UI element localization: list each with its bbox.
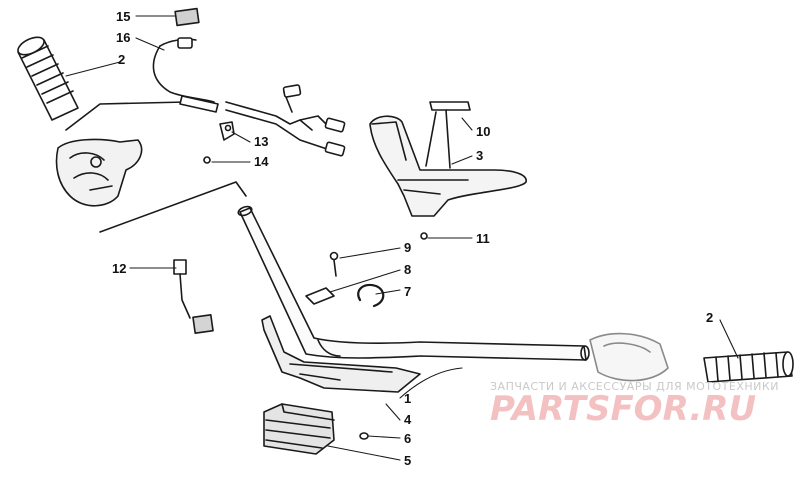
callout-3: 3 [476, 148, 483, 163]
right-control [589, 332, 669, 382]
callout-1: 1 [404, 391, 411, 406]
mount-plate [305, 287, 335, 305]
watermark-brand: PARTSFOR.RU [490, 389, 756, 429]
housing-outline-lower [99, 181, 247, 233]
wiring-harness [225, 84, 346, 157]
tether-clip [174, 7, 200, 27]
pad-nut [420, 232, 428, 240]
callout-2-left: 2 [118, 52, 125, 67]
callout-10: 10 [476, 124, 490, 139]
callout-5: 5 [404, 453, 411, 468]
callout-11: 11 [476, 231, 490, 246]
mount-screw [329, 251, 339, 277]
handlebar-pad [369, 101, 527, 217]
callout-7: 7 [404, 284, 411, 299]
kill-switch [173, 259, 214, 334]
callout-labels: 15 16 2 13 14 10 3 11 9 8 7 12 1 4 6 5 2 [112, 9, 713, 468]
clamp-block [263, 403, 335, 455]
throttle-housing [55, 138, 143, 207]
watermark: ЗАПЧАСТИ И АКСЕССУАРЫ ДЛЯ МОТОТЕХНИКИ PA… [490, 380, 779, 429]
hook-clamp [357, 283, 385, 308]
clamp-bolt [359, 432, 369, 440]
housing-outline [65, 101, 187, 131]
main-handlebar [237, 205, 590, 361]
callout-9: 9 [404, 240, 411, 255]
callout-4: 4 [404, 412, 412, 427]
riser-bracket [261, 315, 421, 393]
callout-13: 13 [254, 134, 268, 149]
right-grip [703, 351, 794, 383]
callout-8: 8 [404, 262, 411, 277]
callout-2-right: 2 [706, 310, 713, 325]
callout-16: 16 [116, 30, 130, 45]
left-grip [17, 36, 79, 121]
small-screw [203, 156, 211, 164]
leader-lines [65, 15, 739, 461]
watermark-caption: ЗАПЧАСТИ И АКСЕССУАРЫ ДЛЯ МОТОТЕХНИКИ [490, 380, 779, 393]
callout-14: 14 [254, 154, 269, 169]
callout-6: 6 [404, 431, 411, 446]
callout-15: 15 [116, 9, 130, 24]
cable-clip [219, 121, 235, 141]
callout-12: 12 [112, 261, 126, 276]
throttle-cable [152, 37, 219, 113]
